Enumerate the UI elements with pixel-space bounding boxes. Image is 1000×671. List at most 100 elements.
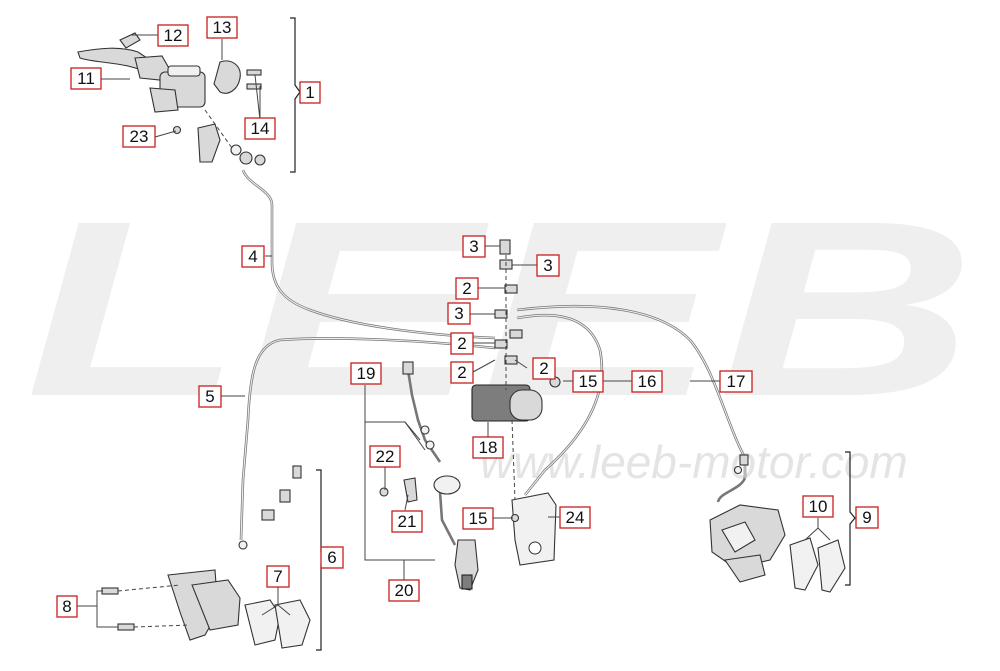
bleed-screw-23 [172,125,182,135]
svg-text:19: 19 [357,364,376,383]
svg-text:3: 3 [469,237,478,256]
rear-master-pushrod [461,574,473,590]
abs-fitting-4 [509,329,523,339]
callout-3-top: 3 [462,235,486,258]
callout-12: 12 [157,24,189,47]
front-caliper-group [101,465,311,649]
svg-text:1: 1 [305,83,314,102]
banjo-bolt-boot [197,123,221,163]
callout-1: 1 [299,81,321,104]
front-banjo-bolt-top [292,465,302,479]
rear-caliper-group [709,454,846,593]
svg-text:3: 3 [454,304,463,323]
svg-text:8: 8 [62,597,71,616]
svg-text:24: 24 [566,508,585,527]
callout-3-right: 3 [536,254,560,277]
callout-2-first: 2 [455,277,479,300]
svg-text:15: 15 [469,509,488,528]
reservoir-bracket-21 [403,477,418,503]
front-caliper-body [191,579,241,631]
svg-text:2: 2 [539,359,548,378]
svg-text:9: 9 [862,508,871,527]
handlebar-clamp [213,60,241,94]
banjo-washer-1 [230,144,242,156]
callout-19: 19 [350,362,382,385]
callout-2-fourth: 2 [532,357,556,380]
abs-mounting-bracket [511,492,557,566]
svg-text:12: 12 [164,26,183,45]
caliper-bolt-lower [117,623,135,631]
abs-bracket-group [510,492,557,566]
svg-text:18: 18 [479,438,498,457]
callout-2-third: 2 [450,361,474,384]
svg-text:3: 3 [543,256,552,275]
callout-8: 8 [56,595,78,618]
front-hose-fitting [279,489,291,503]
callout-14: 14 [244,117,276,140]
callout-15-bracket: 15 [462,507,494,530]
callout-7: 7 [266,565,290,588]
abs-bolt-top [499,239,511,255]
callout-24: 24 [559,506,591,529]
abs-fitting-2 [504,284,518,294]
rear-hose-washer-1 [420,425,430,435]
callout-21: 21 [391,510,423,533]
rear-master-cylinder-group [379,361,479,591]
clamp-bolt-lower [246,83,262,90]
front-brake-pad-left [244,599,281,646]
rear-caliper-fitting [739,454,749,466]
svg-text:21: 21 [398,512,417,531]
svg-text:11: 11 [77,69,95,88]
callout-2-second: 2 [450,332,474,355]
abs-fitting-6 [504,355,518,365]
banjo-bolt [254,154,266,166]
abs-fitting-5 [494,339,508,349]
leader-lines [77,17,856,651]
front-brake-pad-right [274,599,311,649]
callout-15-abs: 15 [572,370,604,393]
banjo-fitting [239,151,253,165]
abs-unit-group [471,239,561,501]
callout-16: 16 [631,370,663,393]
bracket-hole [528,541,542,555]
rear-hose-fitting-top [402,361,414,375]
svg-text:15: 15 [579,372,598,391]
svg-text:22: 22 [376,447,395,466]
rear-caliper-piston [721,521,756,553]
callout-6: 6 [320,546,344,569]
callout-4: 4 [241,245,265,268]
svg-text:14: 14 [251,119,270,138]
svg-text:4: 4 [248,247,257,266]
abs-pump-motor [509,389,543,421]
caliper-bolt-upper [101,587,119,595]
callout-11: 11 [70,67,102,90]
callout-5: 5 [198,385,222,408]
brake-lines [239,169,747,546]
callout-20: 20 [388,579,420,602]
callout-13: 13 [206,16,238,39]
svg-text:6: 6 [327,548,336,567]
watermark-url: www.leeb-motor.com [480,436,908,488]
svg-text:2: 2 [462,279,471,298]
callout-23: 23 [122,125,156,148]
callout-3-mid: 3 [447,302,471,325]
rear-hose-washer-2 [425,440,435,450]
svg-text:20: 20 [395,581,414,600]
svg-text:17: 17 [727,372,746,391]
rear-reservoir [433,475,461,495]
callout-10: 10 [802,495,834,518]
callout-9: 9 [855,506,879,529]
svg-text:23: 23 [130,127,149,146]
callout-18: 18 [472,436,504,459]
front-master-cylinder-group [77,32,266,166]
svg-text:5: 5 [205,387,214,406]
svg-text:13: 13 [213,18,232,37]
clamp-bolt-upper [246,69,262,76]
master-cylinder-clamp [149,87,179,113]
svg-text:7: 7 [273,567,282,586]
svg-text:2: 2 [457,363,466,382]
front-banjo-washer [238,540,248,550]
svg-text:10: 10 [809,497,828,516]
rear-caliper-bracket [724,554,766,583]
